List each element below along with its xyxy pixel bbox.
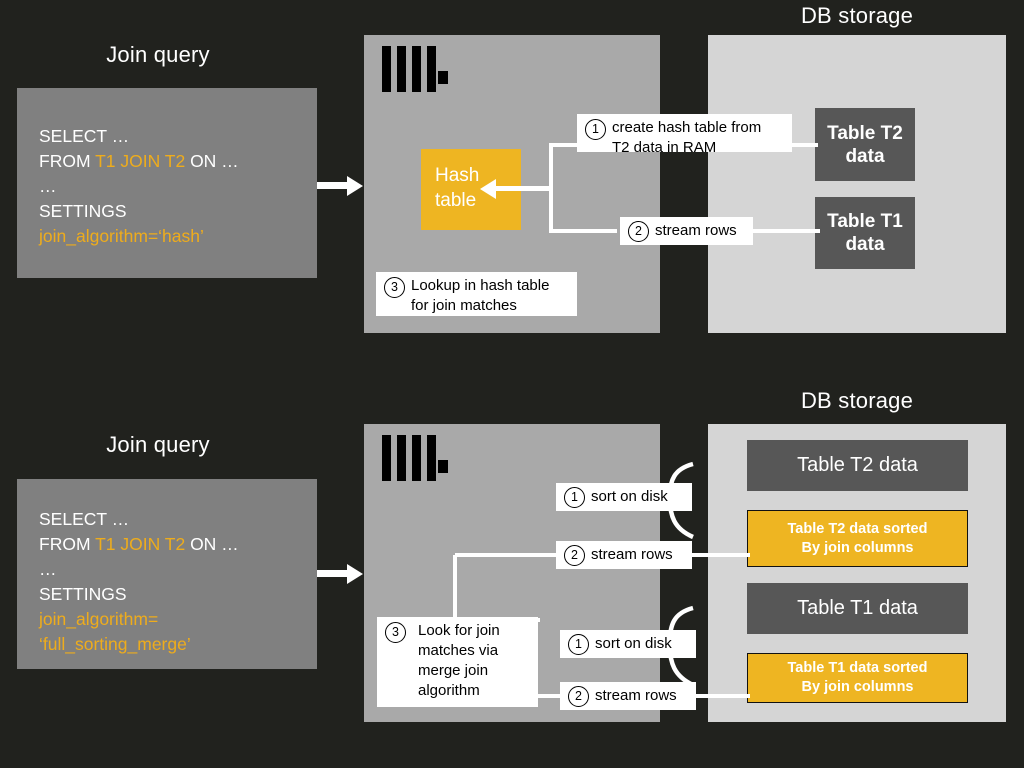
clickhouse-logo xyxy=(382,435,452,481)
top-connector-to-hash xyxy=(496,186,553,191)
bottom-callout-merge-join: 3 Look for join matches via merge join a… xyxy=(377,617,538,707)
top-db-storage-title: DB storage xyxy=(800,3,914,28)
bottom-t1-sorted-line-2: By join columns xyxy=(801,679,914,695)
bottom-callout-sort-t1-text: sort on disk xyxy=(595,635,672,652)
bottom-t2-sorted-line-1: Table T2 data sorted xyxy=(787,520,928,537)
clickhouse-logo xyxy=(382,46,452,92)
callout-number-badge: 3 xyxy=(385,622,406,643)
callout-number-badge: 1 xyxy=(585,119,606,140)
bottom-callout-stream-t1-text: stream rows xyxy=(595,687,677,704)
bottom-code-line-6: ‘full_sorting_merge’ xyxy=(39,634,191,654)
top-connector-branch-bottom xyxy=(549,229,617,233)
top-callout-2-text: stream rows xyxy=(655,222,737,239)
callout-number-badge: 2 xyxy=(568,685,589,707)
top-callout-2: 2 stream rows xyxy=(620,217,753,245)
bottom-db-storage-title: DB storage xyxy=(800,388,914,413)
top-t2-line-2: data xyxy=(845,145,885,167)
bottom-callout-sort-t2: 1 sort on disk xyxy=(556,483,692,511)
top-code-line-2: FROM T1 JOIN T2 ON … xyxy=(39,151,239,171)
top-db-storage-panel: Table T2 data Table T1 data xyxy=(708,35,1006,333)
bottom-callout-sort-t2-text: sort on disk xyxy=(591,488,668,505)
bottom-t2-sorted-line-2: By join columns xyxy=(801,539,914,556)
top-table-t1-data-box: Table T1 data xyxy=(815,197,915,269)
bottom-table-t1-data-box: Table T1 data xyxy=(747,583,968,634)
top-join-query-title: Join query xyxy=(106,42,210,67)
top-query-box: SELECT … FROM T1 JOIN T2 ON … … SETTINGS… xyxy=(17,88,317,278)
top-query-code: SELECT … FROM T1 JOIN T2 ON … … SETTINGS… xyxy=(39,124,239,249)
bottom-code-line-1: SELECT … xyxy=(39,509,130,529)
bottom-t2-label: Table T2 data xyxy=(797,454,918,476)
hash-box-line-2: table xyxy=(435,190,477,211)
bottom-t1-label: Table T1 data xyxy=(797,597,918,619)
bottom-callout-stream-t1: 2 stream rows xyxy=(560,682,696,710)
top-hash-arrow-head xyxy=(480,178,496,199)
bottom-table-t2-sorted-box: Table T2 data sorted By join columns xyxy=(747,510,968,567)
bottom-code-line-5: join_algorithm= xyxy=(39,609,159,629)
bottom-callout-sort-t1: 1 sort on disk xyxy=(560,630,696,658)
hash-box-line-1: Hash xyxy=(435,165,480,186)
bottom-table-t2-data-box: Table T2 data xyxy=(747,440,968,491)
bottom-code-line-4: SETTINGS xyxy=(39,584,127,604)
bottom-callout-merge-join-text: Look for join matches via merge join alg… xyxy=(418,622,500,699)
top-code-line-3: … xyxy=(39,176,57,196)
bottom-join-query-title: Join query xyxy=(106,432,210,457)
callout-number-badge: 2 xyxy=(628,220,649,242)
top-callout-3: 3 Lookup in hash table for join matches xyxy=(376,272,577,316)
callout-number-badge: 3 xyxy=(384,277,405,298)
callout-number-badge: 1 xyxy=(564,486,585,508)
top-code-line-4: SETTINGS xyxy=(39,201,127,221)
callout-number-badge: 1 xyxy=(568,633,589,655)
top-t2-line-1: Table T2 xyxy=(827,122,903,144)
top-code-line-1: SELECT … xyxy=(39,126,130,146)
top-connector-t2-horizontal xyxy=(786,143,818,147)
bottom-callout-stream-t2-text: stream rows xyxy=(591,546,673,563)
callout-number-badge: 2 xyxy=(564,544,585,566)
top-callout-1: 1 create hash table from T2 data in RAM xyxy=(577,114,792,156)
top-callout-1-text: create hash table from T2 data in RAM xyxy=(612,119,762,156)
bottom-query-code: SELECT … FROM T1 JOIN T2 ON … … SETTINGS… xyxy=(39,507,239,657)
bottom-t1-sorted-line-1: Table T1 data sorted xyxy=(787,660,928,676)
bottom-table-t1-sorted-box: Table T1 data sorted By join columns xyxy=(747,653,968,703)
top-code-line-5: join_algorithm=‘hash’ xyxy=(39,226,204,246)
bottom-db-storage-panel: Table T2 data Table T2 data sorted By jo… xyxy=(708,424,1006,722)
bottom-code-line-2: FROM T1 JOIN T2 ON … xyxy=(39,534,239,554)
top-t1-line-1: Table T1 xyxy=(827,211,903,232)
top-connector-t1-horizontal xyxy=(744,229,820,233)
bottom-code-line-3: … xyxy=(39,559,57,579)
top-callout-3-text: Lookup in hash table for join matches xyxy=(411,277,550,314)
bottom-callout-stream-t2: 2 stream rows xyxy=(556,541,692,569)
top-t1-line-2: data xyxy=(845,234,885,255)
bottom-query-box: SELECT … FROM T1 JOIN T2 ON … … SETTINGS… xyxy=(17,479,317,669)
top-connector-branch-top xyxy=(549,143,585,147)
top-table-t2-data-box: Table T2 data xyxy=(815,108,915,181)
